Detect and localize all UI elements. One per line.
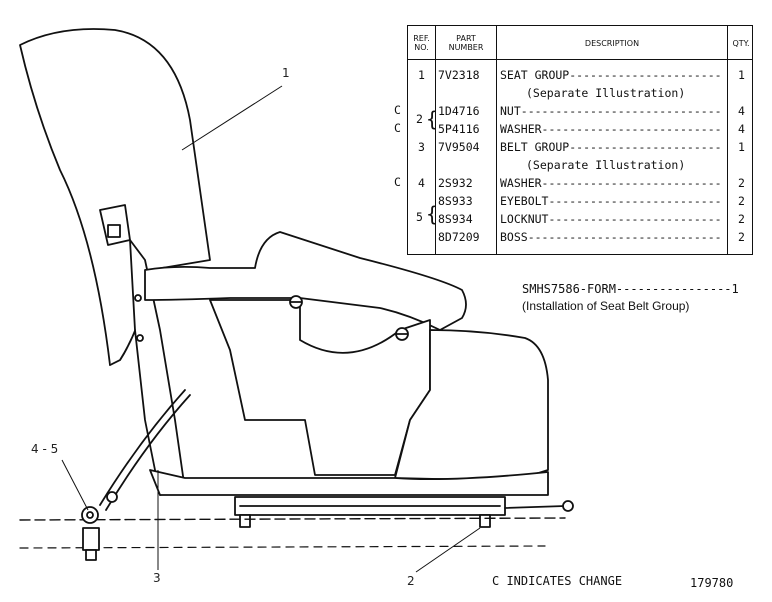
brace-2: { xyxy=(426,107,439,131)
parts-table: REF. NO. PART NUMBER DESCRIPTION QTY. 1 … xyxy=(407,25,753,255)
callout-3: 3 xyxy=(153,571,161,585)
row-4a-desc: WASHER-------------------------- xyxy=(500,176,722,190)
row-2a-desc: NUT----------------------------- xyxy=(500,104,722,118)
row-2b-part: 5P4116 xyxy=(438,122,480,136)
seat-frame xyxy=(209,299,431,476)
row-5a-part: 8S934 xyxy=(438,212,473,226)
row-4b-desc: EYEBOLT------------------------- xyxy=(500,194,722,208)
boss xyxy=(82,527,100,551)
row-5b-part: 8D7209 xyxy=(438,230,480,244)
row-1-ref: 1 xyxy=(418,68,425,82)
row-4a-qty: 2 xyxy=(738,176,745,190)
brace-5: { xyxy=(426,202,439,226)
callout-1: 1 xyxy=(282,66,290,80)
change-marker-washer: C xyxy=(394,121,401,135)
row-5a-qty: 2 xyxy=(738,212,745,226)
row-3-desc: BELT GROUP---------------------- xyxy=(500,140,722,154)
row-4a-part: 2S932 xyxy=(438,176,473,190)
callout-4-5: 4 - 5 xyxy=(31,442,59,456)
row-1-part: 7V2318 xyxy=(438,68,480,82)
seat-belt-strap xyxy=(99,389,186,506)
row-5a-desc: LOCKNUT------------------------- xyxy=(500,212,722,226)
header-ref-line1: REF. xyxy=(413,34,430,43)
row-3-qty: 1 xyxy=(738,140,745,154)
row-4-ref: 4 xyxy=(418,176,425,190)
row-1-qty: 1 xyxy=(738,68,745,82)
change-marker-washer-4: C xyxy=(394,175,401,189)
seat-back xyxy=(19,28,211,366)
callout-2: 2 xyxy=(407,574,415,588)
row-3-note: (Separate Illustration) xyxy=(526,158,686,172)
header-part-line2: NUMBER xyxy=(448,43,484,52)
row-2a-part: 1D4716 xyxy=(438,104,480,118)
row-3-ref: 3 xyxy=(418,140,425,154)
row-2b-desc: WASHER-------------------------- xyxy=(500,122,722,136)
row-5b-qty: 2 xyxy=(738,230,745,244)
header-part-line1: PART xyxy=(456,34,476,43)
row-4b-qty: 2 xyxy=(738,194,745,208)
header-qty: QTY. xyxy=(732,39,750,48)
row-2a-qty: 4 xyxy=(738,104,745,118)
row-2b-qty: 4 xyxy=(738,122,745,136)
row-1-note: (Separate Illustration) xyxy=(526,86,686,100)
row-5b-desc: BOSS---------------------------- xyxy=(500,230,722,244)
row-1-desc: SEAT GROUP---------------------- xyxy=(500,68,722,82)
row-3-part: 7V9504 xyxy=(438,140,480,154)
seat-slide-base xyxy=(149,469,549,496)
row-4b-part: 8S933 xyxy=(438,194,473,208)
change-marker-nut: C xyxy=(394,103,401,117)
seat-cushion xyxy=(144,231,467,331)
adjust-knob xyxy=(562,500,574,512)
illustration-number: 179780 xyxy=(690,576,734,590)
row-2-ref: 2 xyxy=(416,112,423,126)
row-5-ref: 5 xyxy=(416,210,423,224)
form-reference: SMHS7586-FORM----------------1 xyxy=(522,282,739,296)
header-description: DESCRIPTION xyxy=(584,39,640,48)
form-reference-note: (Installation of Seat Belt Group) xyxy=(522,299,690,313)
header-ref-line2: NO. xyxy=(414,43,429,52)
floor-line xyxy=(19,517,566,521)
change-legend: C INDICATES CHANGE xyxy=(492,574,623,588)
